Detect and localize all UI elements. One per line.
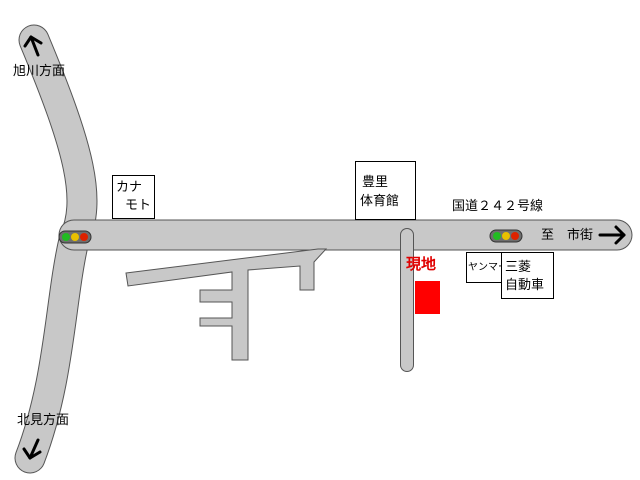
arrow-right-icon [598, 225, 626, 245]
east-direction-label: 至 市街 [541, 228, 594, 243]
kanamoto-landmark: カナ モト [112, 175, 155, 219]
site-label: 現地 [406, 255, 437, 273]
mitsubishi-label-line2: 自動車 [505, 278, 545, 293]
north-direction-label: 旭川方面 [13, 64, 66, 79]
mitsubishi-landmark: 三菱 自動車 [501, 252, 554, 299]
kanamoto-label-line1: カナ [116, 180, 143, 195]
arrow-down-icon [22, 438, 42, 460]
traffic-light-icon [489, 229, 523, 243]
yanmar-label: ヤンマー [468, 262, 501, 273]
local-streets [125, 248, 328, 361]
mitsubishi-label-line1: 三菱 [505, 260, 532, 275]
traffic-light-icon [58, 230, 92, 244]
gym-label-line2: 体育館 [360, 194, 400, 209]
kanamoto-label-line2: モト [125, 198, 152, 213]
route-label: 国道２４２号線 [452, 199, 544, 214]
south-direction-label: 北見方面 [17, 413, 70, 428]
yanmar-landmark: ヤンマー [466, 252, 502, 283]
gym-label-line1: 豊里 [362, 175, 389, 190]
site-marker [415, 281, 440, 314]
arrow-up-icon [23, 35, 43, 57]
gym-landmark: 豊里 体育館 [355, 161, 416, 220]
